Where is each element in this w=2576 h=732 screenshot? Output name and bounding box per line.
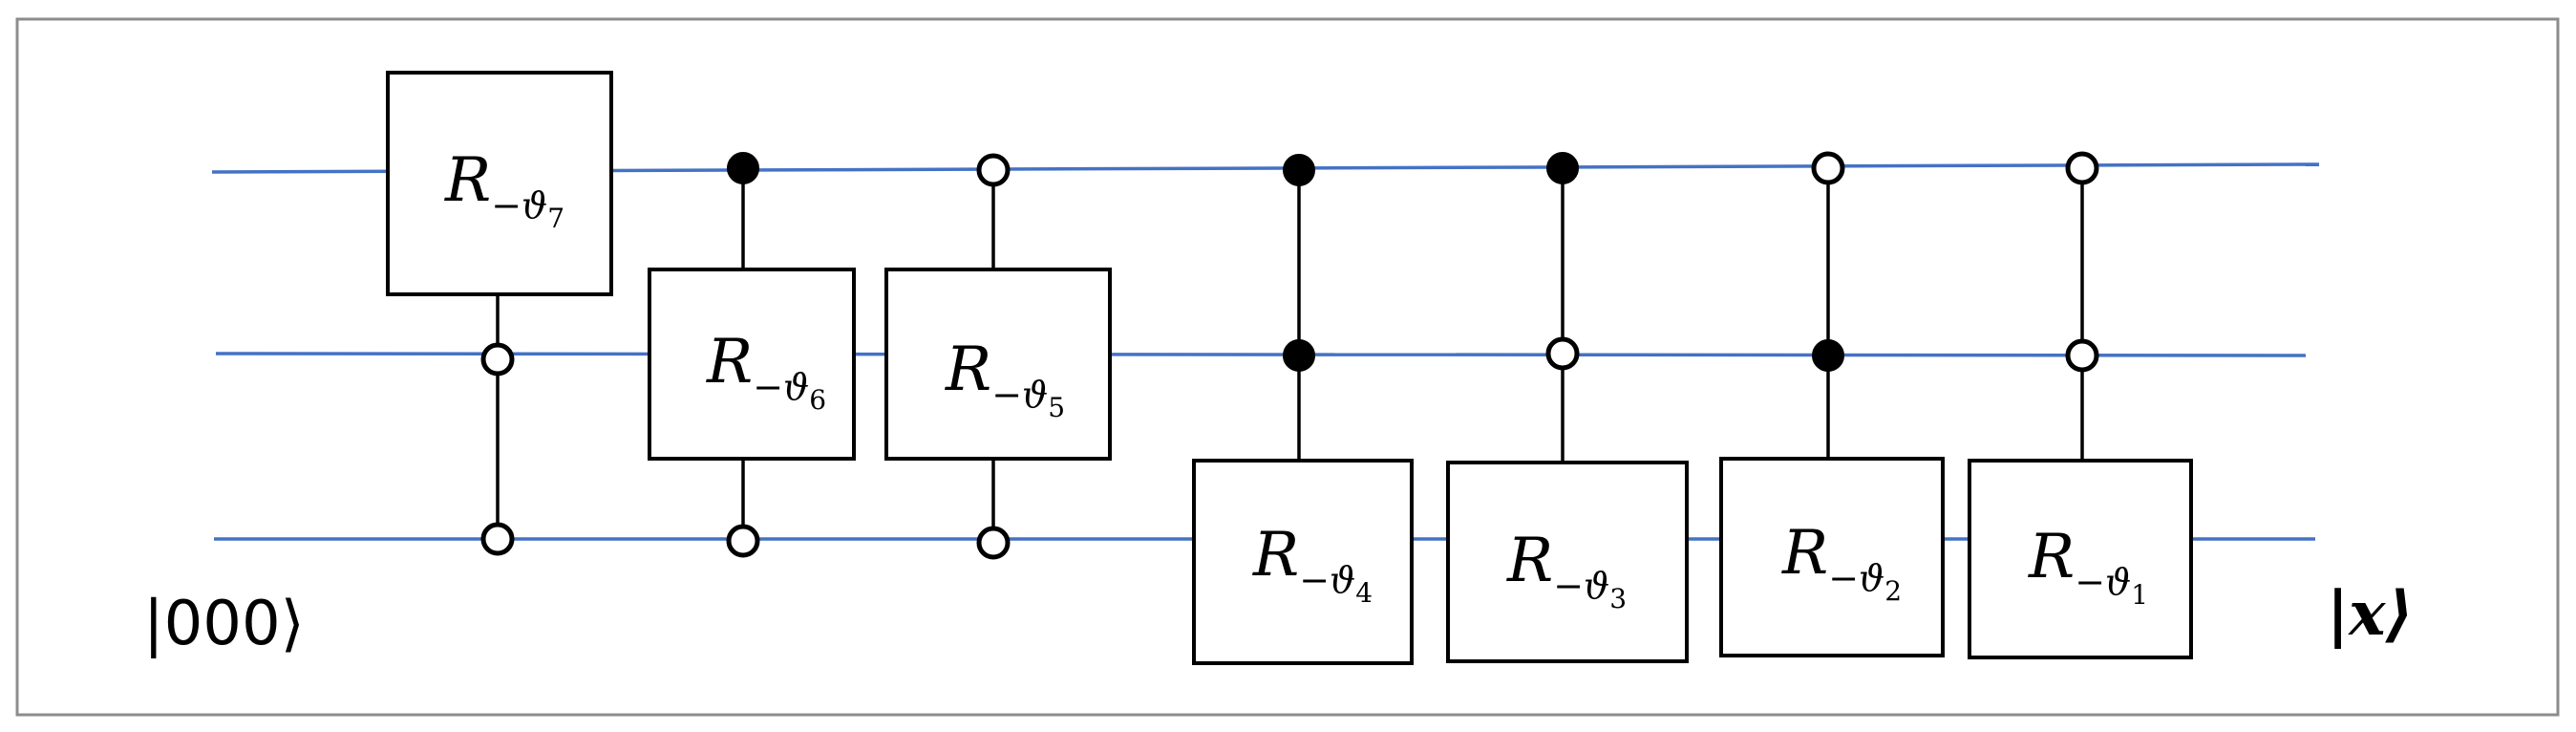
gate-label-5: R−ϑ5 xyxy=(945,334,1065,423)
rotation-gate-5 xyxy=(884,268,1112,461)
wire-qubit-2 xyxy=(215,352,2307,357)
rotation-gate-3 xyxy=(1446,461,1689,663)
rotation-gate-7 xyxy=(386,71,613,296)
control-dot xyxy=(1283,154,1315,186)
control-dot xyxy=(2065,151,2099,185)
control-dot xyxy=(2065,338,2099,373)
gate-label-1: R−ϑ1 xyxy=(2028,522,2148,611)
control-dot xyxy=(480,342,515,377)
gate-label-4: R−ϑ4 xyxy=(1252,520,1373,609)
control-dot xyxy=(1545,336,1580,371)
frame-border xyxy=(15,17,2560,717)
control-dot xyxy=(1546,152,1579,184)
control-dot xyxy=(1812,339,1844,372)
gate-label-3: R−ϑ3 xyxy=(1506,526,1627,614)
gate-label-6: R−ϑ6 xyxy=(706,327,826,416)
gate-label-7: R−ϑ7 xyxy=(444,145,564,234)
control-dot xyxy=(726,524,760,558)
rotation-gate-1 xyxy=(1968,459,2193,659)
rotation-gate-2 xyxy=(1719,457,1945,657)
control-dot xyxy=(976,153,1011,187)
control-dot xyxy=(727,152,759,184)
control-dot xyxy=(1811,151,1845,185)
control-dot xyxy=(480,522,515,556)
rotation-gate-4 xyxy=(1192,459,1414,665)
rotation-gate-6 xyxy=(648,268,856,461)
control-dot xyxy=(976,526,1011,560)
gate-label-2: R−ϑ2 xyxy=(1781,518,1902,607)
control-dot xyxy=(1283,339,1315,372)
output-state-label: |x⟩ xyxy=(2327,578,2414,650)
input-state-label: |000⟩ xyxy=(143,589,305,659)
